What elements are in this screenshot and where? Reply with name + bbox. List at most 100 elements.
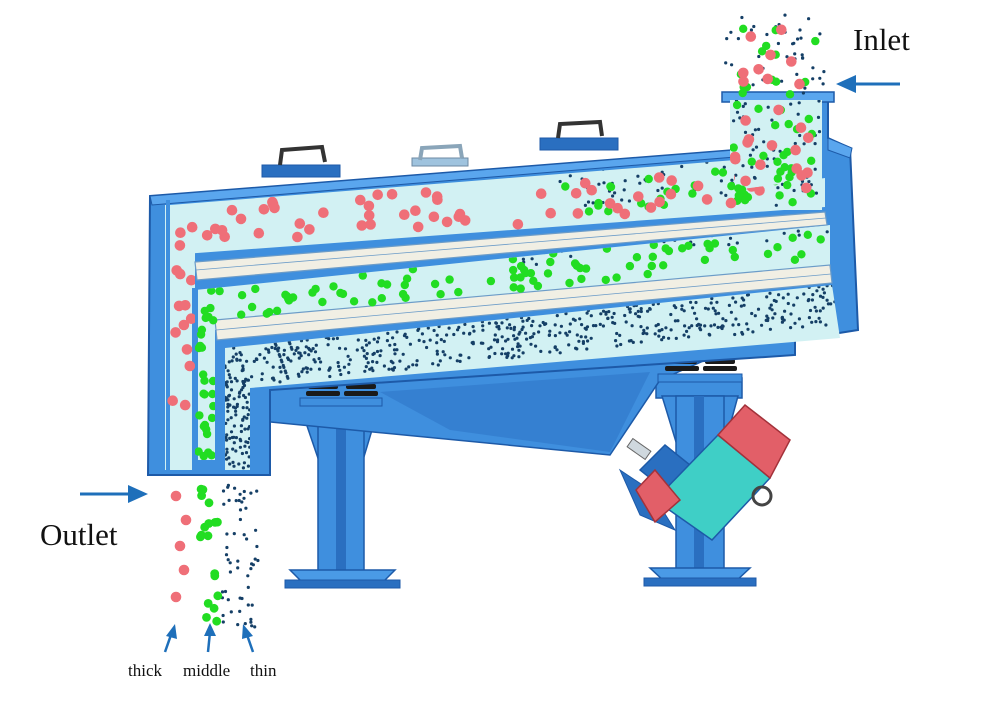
thick-particle xyxy=(412,221,424,233)
thick-particle xyxy=(745,31,757,42)
thick-particle xyxy=(604,198,616,209)
thin-particle xyxy=(342,365,346,369)
lid-handle-center xyxy=(411,143,469,167)
thin-particle xyxy=(258,353,262,357)
middle-particle xyxy=(284,296,294,305)
thin-particle xyxy=(365,343,369,347)
thick-particle xyxy=(355,194,366,206)
thin-particle xyxy=(814,309,819,313)
thick-particle xyxy=(653,172,665,183)
thin-particle xyxy=(246,464,250,468)
middle-particle xyxy=(516,284,525,293)
thin-particle xyxy=(365,352,369,356)
thin-particle xyxy=(335,336,339,340)
thick-particle xyxy=(178,319,190,331)
thin-particle xyxy=(553,345,557,350)
middle-particle xyxy=(206,303,215,313)
thin-particle xyxy=(338,346,342,350)
thin-particle xyxy=(467,356,471,360)
thin-particle xyxy=(221,620,225,624)
thin-particle xyxy=(569,254,573,258)
thick-particle xyxy=(167,395,178,407)
thin-particle xyxy=(226,483,230,487)
thin-particle xyxy=(487,347,491,351)
thin-particle xyxy=(627,339,632,343)
thin-particle xyxy=(242,415,246,419)
thin-particle xyxy=(695,317,699,321)
thick-particle xyxy=(755,159,766,170)
thin-particle xyxy=(267,350,271,354)
thin-particle xyxy=(245,416,249,420)
thin-particle xyxy=(417,338,421,342)
thin-particle xyxy=(395,330,399,334)
thin-particle xyxy=(750,165,754,169)
thin-particle xyxy=(662,335,666,339)
thin-particle xyxy=(721,317,725,321)
thin-particle xyxy=(250,624,254,628)
thin-particle xyxy=(691,306,695,310)
thin-particle xyxy=(745,322,749,326)
thick-particle xyxy=(795,122,807,133)
thin-particle xyxy=(689,300,693,304)
thin-particle xyxy=(436,363,440,367)
thin-particle xyxy=(798,133,802,138)
thin-particle xyxy=(227,393,232,397)
thin-particle xyxy=(438,359,442,363)
thin-particle xyxy=(753,128,758,132)
thick-particle xyxy=(773,104,784,116)
thin-particle xyxy=(813,305,817,309)
thick-particle xyxy=(765,49,776,61)
thin-particle xyxy=(443,353,447,357)
thin-particle xyxy=(821,306,825,310)
thin-particle xyxy=(251,563,255,567)
thin-particle xyxy=(236,559,240,563)
thin-particle xyxy=(687,335,691,339)
thin-particle xyxy=(801,91,806,95)
thin-particle xyxy=(580,323,584,327)
middle-particle xyxy=(737,185,747,194)
thin-particle xyxy=(585,347,589,351)
thin-particle xyxy=(602,181,606,185)
middle-particle xyxy=(197,325,207,334)
thin-particle xyxy=(792,303,796,307)
middle-particle xyxy=(207,451,216,460)
thin-particle xyxy=(780,320,785,324)
thick-particle xyxy=(535,188,547,199)
thin-particle xyxy=(362,354,366,358)
screen-box xyxy=(146,91,860,476)
thin-particle xyxy=(225,438,229,442)
thin-particle xyxy=(738,116,742,120)
thin-particle xyxy=(256,558,260,563)
thin-particle xyxy=(789,102,793,106)
middle-particle xyxy=(581,264,591,273)
thin-particle xyxy=(741,164,745,168)
thin-particle xyxy=(510,347,515,351)
thin-particle xyxy=(680,307,684,311)
middle-particle xyxy=(644,174,653,184)
thin-particle xyxy=(769,303,773,307)
thin-particle xyxy=(789,312,793,316)
thin-particle xyxy=(232,464,236,468)
middle-particle xyxy=(625,261,635,271)
thin-particle xyxy=(229,388,234,392)
thin-particle xyxy=(282,348,286,352)
thin-particle xyxy=(377,336,381,340)
thin-particle xyxy=(822,291,827,295)
thin-particle xyxy=(479,341,483,345)
thin-particle xyxy=(673,319,678,323)
thick-particle xyxy=(186,221,198,233)
thin-particle xyxy=(382,364,386,368)
thin-particle xyxy=(776,41,781,46)
thin-particle xyxy=(265,360,269,364)
thick-particle xyxy=(619,208,631,220)
thin-particle xyxy=(392,366,397,370)
thin-particle xyxy=(270,376,275,380)
thin-particle xyxy=(743,102,747,106)
thin-particle xyxy=(402,334,407,338)
thin-particle xyxy=(458,359,462,363)
thin-particle xyxy=(703,306,708,310)
thick-particle xyxy=(776,24,787,36)
thick-particle xyxy=(178,564,190,576)
thin-particle xyxy=(228,462,232,466)
thin-particle xyxy=(222,502,226,506)
